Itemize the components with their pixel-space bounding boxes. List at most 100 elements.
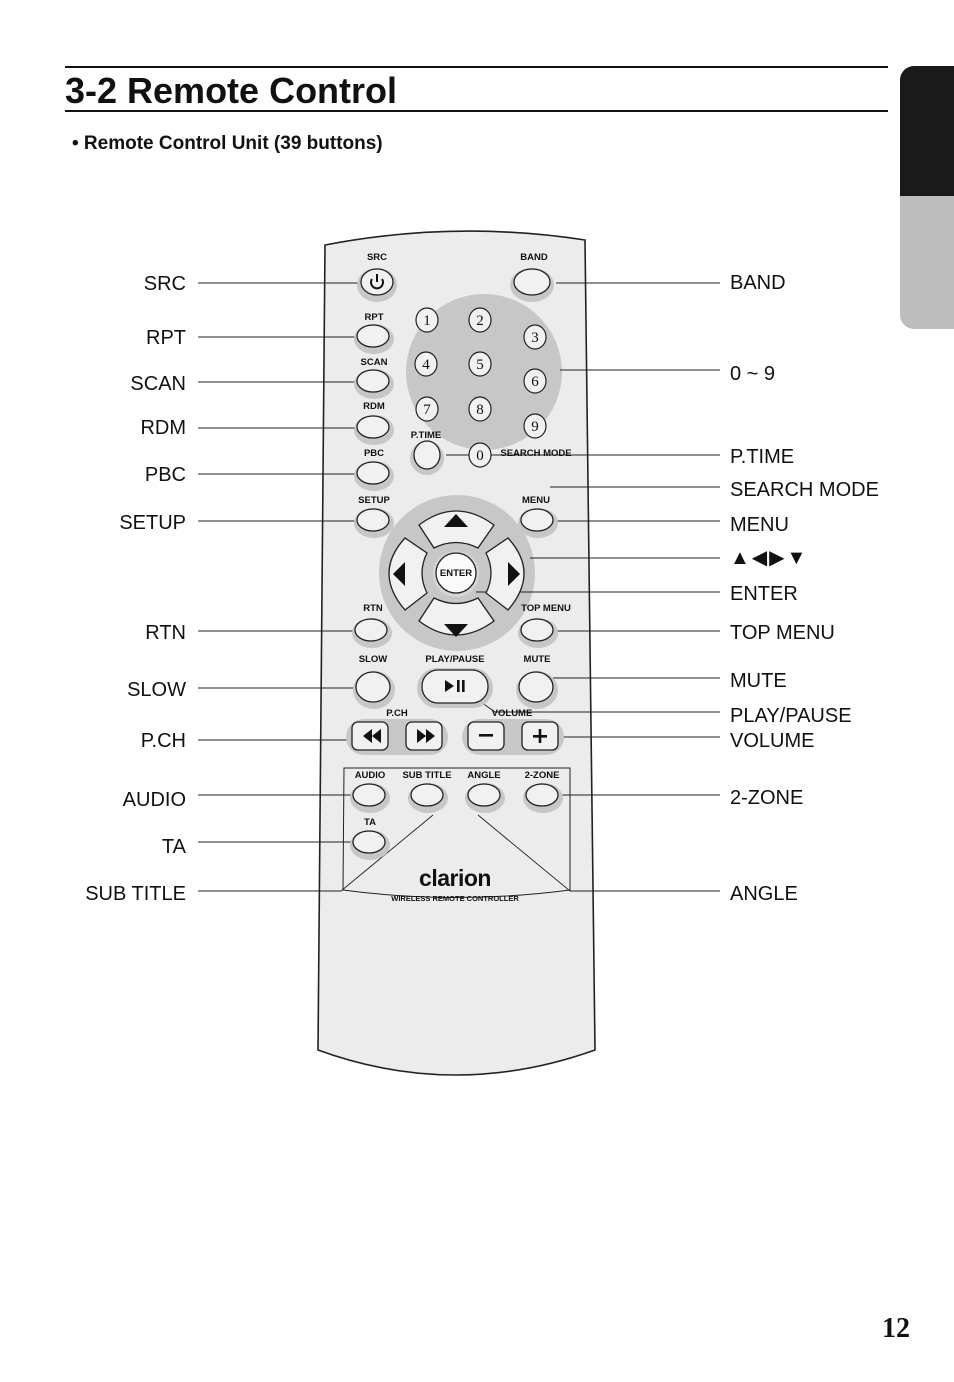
ptime-button[interactable] — [410, 440, 444, 475]
dpad-up-button[interactable] — [418, 510, 495, 549]
digit-2-label: 2 — [476, 313, 484, 329]
page-title: 3-2 Remote Control — [65, 70, 398, 111]
rdm-button[interactable] — [354, 415, 394, 445]
label-src: SRC — [143, 273, 186, 295]
top-menu-button[interactable] — [518, 618, 558, 648]
digit-4-button[interactable]: 4 — [414, 351, 438, 377]
plus-icon — [533, 729, 547, 743]
label-slow: SLOW — [127, 679, 186, 701]
label-mute: MUTE — [730, 670, 787, 692]
angle-button[interactable] — [465, 783, 505, 813]
section-subtitle: • Remote Control Unit (39 buttons) — [72, 133, 383, 154]
label-rpt: RPT — [146, 327, 186, 349]
label-pch: P.CH — [140, 730, 186, 752]
section-tab-light — [900, 196, 954, 329]
remote-body — [317, 230, 596, 1076]
digit-0-label: 0 — [476, 448, 484, 464]
setup-button[interactable] — [354, 508, 394, 538]
src-key-label: SRC — [367, 252, 387, 263]
menu-key-label: MENU — [522, 495, 550, 506]
dpad-left-button[interactable] — [388, 537, 428, 611]
digit-7-button[interactable]: 7 — [415, 396, 439, 422]
left-arrow-icon — [393, 562, 405, 586]
label-arrows: ▲◀▶▼ — [730, 547, 809, 569]
volume-down-button[interactable] — [467, 721, 505, 751]
brand-logo: clarion — [419, 865, 491, 891]
rewind-icon — [363, 729, 381, 743]
pch-next-button[interactable] — [405, 721, 443, 751]
digit-7-label: 7 — [423, 402, 431, 418]
leader-lines — [198, 282, 720, 892]
two-zone-button[interactable] — [523, 783, 563, 813]
setup-key-label: SETUP — [358, 495, 390, 506]
label-ta: TA — [161, 836, 186, 858]
subtitle-button[interactable] — [408, 783, 448, 813]
digit-5-label: 5 — [476, 357, 484, 373]
down-arrow-icon — [444, 624, 468, 637]
label-band: BAND — [730, 272, 786, 294]
label-setup: SETUP — [119, 512, 186, 534]
model-text: WIRELESS REMOTE CONTROLLER — [391, 894, 519, 903]
band-button[interactable] — [510, 268, 554, 302]
section-tab-dark — [900, 66, 954, 196]
rdm-key-label: RDM — [363, 401, 385, 412]
mute-key-label: MUTE — [524, 654, 551, 665]
label-pbc: PBC — [144, 464, 186, 486]
angle-key-label: ANGLE — [467, 770, 500, 781]
menu-button[interactable] — [518, 508, 558, 538]
search-mode-key-label: SEARCH MODE — [500, 448, 571, 459]
title-underline — [65, 110, 888, 112]
digit-6-label: 6 — [531, 374, 539, 390]
label-search-mode: SEARCH MODE — [730, 479, 879, 501]
ta-button[interactable] — [350, 830, 390, 860]
digit-1-label: 1 — [423, 313, 431, 329]
digit-0-button[interactable]: 0 — [468, 442, 492, 468]
volume-up-button[interactable] — [521, 721, 559, 751]
label-volume: VOLUME — [730, 730, 815, 752]
volume-key-label: VOLUME — [492, 708, 533, 719]
src-button[interactable] — [357, 268, 397, 302]
label-top-menu: TOP MENU — [730, 622, 835, 644]
dpad-right-button[interactable] — [485, 537, 525, 611]
audio-key-label: AUDIO — [355, 770, 386, 781]
label-ptime: P.TIME — [730, 446, 795, 468]
top-menu-key-label: TOP MENU — [521, 603, 571, 614]
slow-button[interactable] — [353, 671, 395, 709]
pbc-button[interactable] — [354, 461, 394, 491]
page-number: 12 — [882, 1313, 910, 1344]
scan-key-label: SCAN — [361, 357, 388, 368]
audio-button[interactable] — [350, 783, 390, 813]
label-two-zone: 2-ZONE — [730, 787, 804, 809]
dpad-down-button[interactable] — [418, 597, 495, 637]
play-pause-key-label: PLAY/PAUSE — [425, 654, 484, 665]
digit-6-button[interactable]: 6 — [523, 368, 547, 394]
digit-4-label: 4 — [422, 357, 430, 373]
slow-key-label: SLOW — [359, 654, 388, 665]
subtitle-key-label: SUB TITLE — [402, 770, 451, 781]
pch-prev-button[interactable] — [351, 721, 389, 751]
digit-5-button[interactable]: 5 — [468, 351, 492, 377]
rpt-button[interactable] — [354, 324, 394, 354]
digit-2-button[interactable]: 2 — [468, 307, 492, 333]
digit-9-button[interactable]: 9 — [523, 413, 547, 439]
label-rtn: RTN — [145, 622, 186, 644]
label-play-pause: PLAY/PAUSE — [730, 705, 852, 727]
mute-button[interactable] — [516, 671, 558, 709]
enter-button[interactable] — [433, 551, 479, 597]
digit-3-label: 3 — [531, 330, 539, 346]
right-arrow-icon — [508, 562, 520, 586]
digit-8-button[interactable]: 8 — [468, 396, 492, 422]
minus-icon — [479, 734, 493, 737]
pbc-key-label: PBC — [364, 448, 384, 459]
rtn-key-label: RTN — [363, 603, 383, 614]
scan-button[interactable] — [354, 369, 394, 399]
play-pause-button[interactable] — [417, 668, 493, 708]
band-key-label: BAND — [520, 252, 548, 263]
rtn-button[interactable] — [352, 618, 392, 648]
digit-3-button[interactable]: 3 — [523, 324, 547, 350]
digit-9-label: 9 — [531, 419, 539, 435]
digit-8-label: 8 — [476, 402, 484, 418]
ptime-key-label: P.TIME — [411, 430, 441, 441]
digit-1-button[interactable]: 1 — [415, 307, 439, 333]
